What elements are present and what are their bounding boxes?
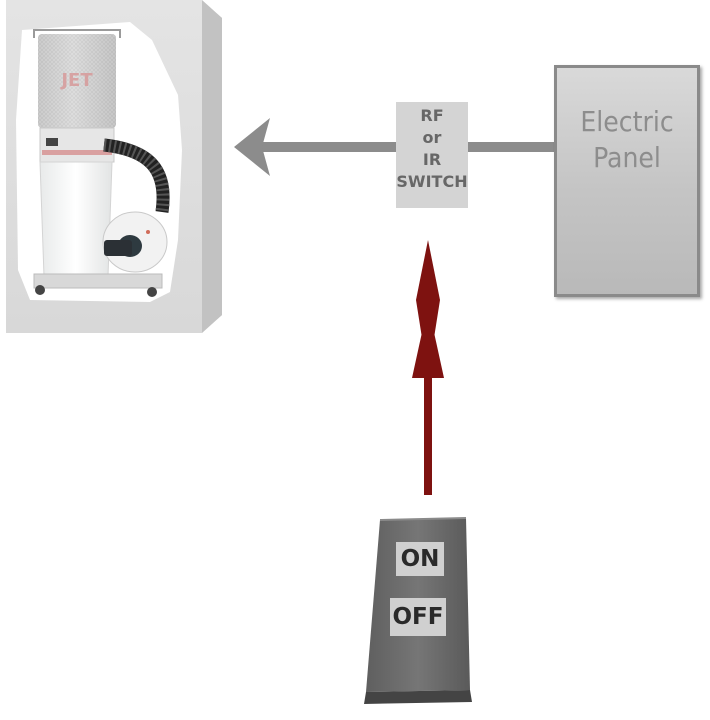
dust-collector-machine-icon: JET	[16, 22, 182, 302]
off-label[interactable]: OFF	[390, 598, 446, 636]
electric-panel-label-line2: Panel	[593, 141, 661, 174]
rf-switch-line-2: or	[422, 128, 442, 147]
rf-switch-line-3: IR	[422, 150, 442, 169]
on-label[interactable]: ON	[396, 542, 444, 576]
power-arrow	[234, 118, 554, 176]
jet-logo: JET	[59, 70, 93, 91]
electric-panel: Electric Panel	[554, 65, 700, 297]
signal-arrow	[412, 240, 444, 495]
electric-panel-label-line1: Electric	[580, 105, 674, 138]
rf-ir-switch-box: RF or IR SWITCH	[396, 102, 468, 208]
rf-switch-line-1: RF	[420, 106, 444, 125]
rf-switch-line-4: SWITCH	[396, 172, 468, 191]
